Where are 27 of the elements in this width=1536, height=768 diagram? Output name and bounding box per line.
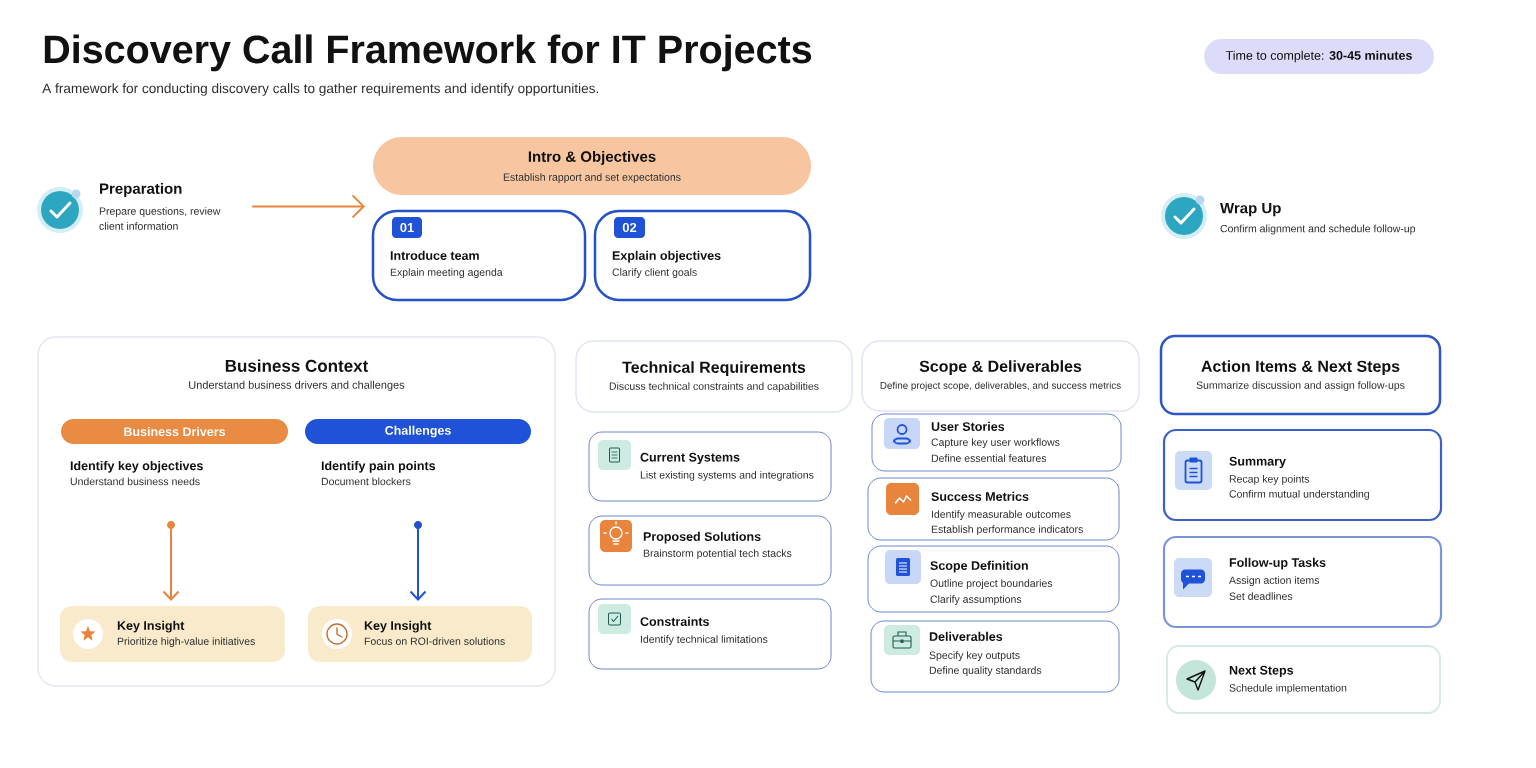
item-card: Constraints Identify technical limitations xyxy=(588,598,832,670)
category-pill: Business Drivers xyxy=(61,419,288,444)
item-card: Proposed Solutions Brainstorm potential tech stacks xyxy=(588,515,832,586)
time-badge: Time to complete: 30-45 minutes xyxy=(1204,39,1434,74)
section-header: Technical Requirements Discuss technical constraints and capabilities xyxy=(575,340,853,413)
insight-card: Key Insight Focus on ROI-driven solutions xyxy=(308,606,532,662)
section-header: Scope & Deliverables Define project scope, deliverables, and success metrics xyxy=(861,340,1140,412)
step-text: Wrap Up Confirm alignment and schedule follow-up xyxy=(1220,202,1416,235)
section-header: Action Items & Next Steps Summarize discussion and assign follow-ups xyxy=(1159,334,1442,416)
point-text: Identify pain points Document blockers xyxy=(321,461,436,486)
item-card: Follow-up Tasks Assign action items Set deadlines xyxy=(1162,535,1443,629)
stage-pill: Intro & Objectives Establish rapport and set expectations xyxy=(373,137,811,195)
number-badge: 02 xyxy=(614,217,645,238)
item-card: Success Metrics Identify measurable outcomes Establish performance indicators xyxy=(867,477,1120,541)
subtitle: A framework for conducting discovery calls to gather requirements and identify opportunities. xyxy=(42,83,598,96)
step-text: Preparation Prepare questions, review client information xyxy=(99,182,221,230)
item-card: Summary Recap key points Confirm mutual understanding xyxy=(1162,428,1443,522)
item-card: Deliverables Specify key outputs Define quality standards xyxy=(870,620,1120,693)
item-card: User Stories Capture key user workflows Define essential features xyxy=(871,413,1122,472)
category-pill: Challenges xyxy=(305,419,531,444)
insight-card: Key Insight Prioritize high-value initiatives xyxy=(60,606,285,662)
number-badge: 01 xyxy=(392,217,422,238)
item-card: Next Steps Schedule implementation xyxy=(1166,645,1441,714)
point-text: Identify key objectives Understand business needs xyxy=(70,461,203,486)
item-card: Scope Definition Outline project boundaries Clarify assumptions xyxy=(867,545,1120,613)
title: Discovery Call Framework for IT Projects xyxy=(44,34,812,72)
item-card: Current Systems List existing systems and integrations xyxy=(588,431,832,502)
